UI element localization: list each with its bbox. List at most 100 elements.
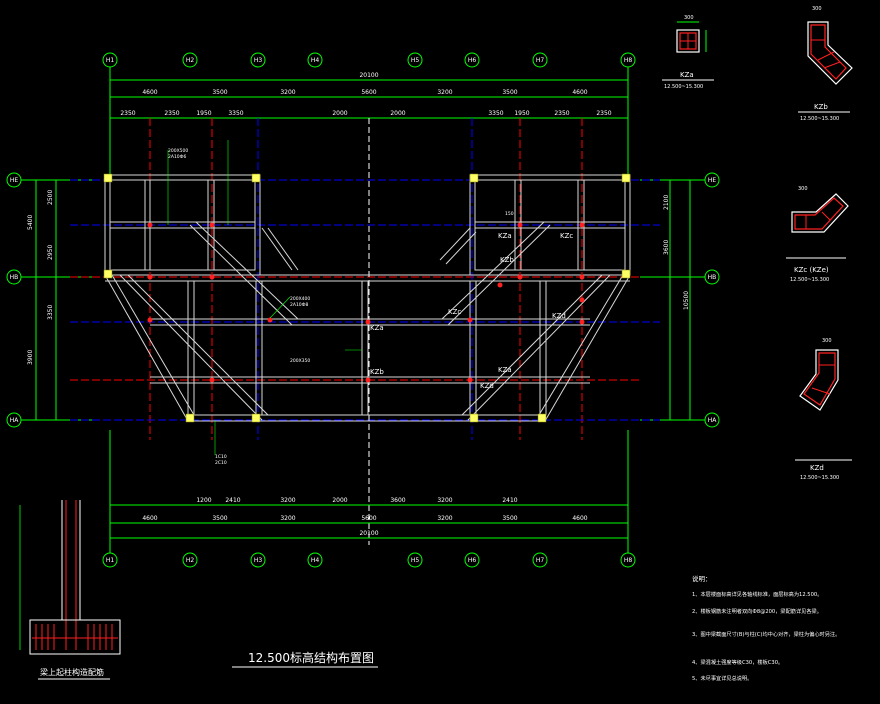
axis-h1-bottom: H1 [106,557,115,564]
axis-hb-right: HB [708,274,717,281]
detail-kzc: 300 KZc (KZe) 12.500~15.300 [786,186,849,283]
bottom-dim2-1: 1200 [196,497,211,504]
right-dim-1: 2100 [663,195,670,210]
bottom-dim-6: 3500 [502,515,517,522]
axis-h7-bottom: H7 [536,557,545,564]
tag-kzb-2: KZb [370,368,384,376]
bottom-dimension-chains [110,504,628,539]
drawing-title: 12.500标高结构布置图 [248,650,374,665]
left-dim-4: 3350 [47,305,54,320]
top-dim2-7: 3350 [488,110,503,117]
axis-h6-bottom: H6 [468,557,477,564]
top-dimension-chains [110,79,628,119]
beam-label-4: 2A10Ф8 [290,302,309,308]
kzb-name: KZb [814,103,828,111]
beam-label-2: 2A10Ф6 [168,154,187,160]
axis-h3-top: H3 [254,57,263,64]
left-dim-3: 2950 [47,245,54,260]
bottom-dim-1: 4600 [142,515,157,522]
note-1: 1、本层楼面标高详见各轴线标准，面层标高为12.500。 [692,590,822,598]
axis-gridlines [70,118,660,545]
top-dim-4: 5600 [361,89,376,96]
tag-kza-1: KZa [498,232,512,240]
section-column-on-beam: 梁上起柱构造配筋 [19,500,121,680]
left-dim-1: 5400 [27,215,34,230]
top-dim-3: 3200 [280,89,295,96]
notes-heading: 说明： [692,574,712,583]
axis-hb-left: HB [10,274,19,281]
axis-h3-bottom: H3 [254,557,263,564]
axis-h5-bottom: H5 [411,557,420,564]
section-title: 梁上起柱构造配筋 [40,667,104,677]
beam-label-8: 200X350 [290,358,310,364]
axis-h7-top: H7 [536,57,545,64]
detail-kzd: 300 KZd 12.500~15.300 [795,338,852,481]
kzd-dim: 300 [822,338,832,344]
bottom-dim2-5: 3600 [390,497,405,504]
kzd-elev: 12.500~15.300 [800,475,839,481]
kza-elev: 12.500~15.300 [664,84,703,90]
column-markers [103,173,631,423]
kza-dim: 300 [684,15,694,21]
beam-label-1: 200X500 [168,148,188,154]
structural-beams [104,174,631,422]
bottom-dim2-7: 2410 [502,497,517,504]
top-dim2-2: 2350 [164,110,179,117]
tag-kzd-1: KZd [552,312,566,320]
right-dim-2: 3600 [663,240,670,255]
axis-h5-top: H5 [411,57,420,64]
axis-ha-right: HA [708,417,718,424]
top-dim-2: 3500 [212,89,227,96]
bottom-dim-7: 4600 [572,515,587,522]
bottom-dim2-6: 3200 [437,497,452,504]
top-dim-5: 3200 [437,89,452,96]
axis-h2-bottom: H2 [186,557,195,564]
axis-h4-bottom: H4 [311,557,320,564]
beam-label-3: 200X400 [290,296,310,302]
bottom-dim2-2: 2410 [225,497,240,504]
bottom-dim-3: 3200 [280,515,295,522]
bottom-dim2-3: 3200 [280,497,295,504]
beam-leaders [167,140,362,455]
tag-kza-3: KZa [498,366,512,374]
detail-kza: 300 KZa 12.500~15.300 [662,15,714,90]
top-dim2-8: 1950 [514,110,529,117]
left-dim-5: 3900 [27,350,34,365]
axis-h8-bottom: H8 [624,557,633,564]
row-axes: HE HB HA HE HB HA 5400 2500 2950 3350 39… [6,172,720,428]
axis-h4-top: H4 [311,57,320,64]
note-3: 3、图中梁截面尺寸(B)与柱(C)均中心对齐，梁柱为偏心时另注。 [692,630,840,638]
bottom-dim-5: 3200 [437,515,452,522]
axis-h8-top: H8 [624,57,633,64]
left-dim-2: 2500 [47,190,54,205]
top-dim2-3: 1950 [196,110,211,117]
axis-h1-top: H1 [106,57,115,64]
right-dim-overall: 10500 [683,291,690,310]
bottom-dim-4: 5600 [361,515,376,522]
bottom-dim-2: 3500 [212,515,227,522]
kzc-name: KZc (KZe) [794,266,829,274]
top-overall-dim: 20100 [359,72,378,79]
bottom-dim2-4: 2000 [332,497,347,504]
bottom-overall-dim: 20100 [359,530,378,537]
top-dim-6: 3500 [502,89,517,96]
axis-h6-top: H6 [468,57,477,64]
detail-kzb: 300 KZb 12.500~15.300 [798,6,853,122]
beam-label-5: 150 [505,211,514,217]
note-5: 5、未尽事宜详见总说明。 [692,674,752,682]
top-dim2-9: 2350 [554,110,569,117]
top-dim2-1: 2350 [120,110,135,117]
note-4: 4、梁混凝土强度等级C30，楼板C30。 [692,658,783,666]
tag-kzc-2: KZc [448,308,461,316]
column-red-dots [147,222,585,383]
kzc-elev: 12.500~15.300 [790,277,829,283]
top-dim-7: 4600 [572,89,587,96]
axis-h2-top: H2 [186,57,195,64]
axis-he-right: HE [708,177,717,184]
kza-name: KZa [680,71,694,79]
top-dim2-10: 2350 [596,110,611,117]
kzb-elev: 12.500~15.300 [800,116,839,122]
top-dim-1: 4600 [142,89,157,96]
